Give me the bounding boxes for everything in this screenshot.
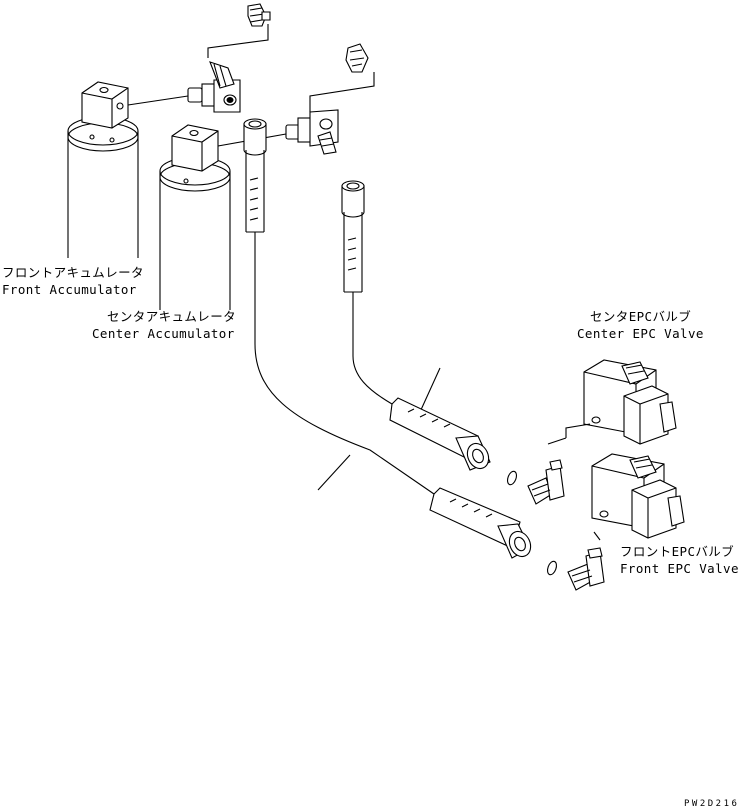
- label-center-accumulator-jp: センタアキュムレータ: [107, 309, 236, 324]
- label-front-epc-valve-en: Front EPC Valve: [620, 561, 739, 576]
- elbow-front-epc: [567, 547, 605, 591]
- center-epc-valve: [547, 359, 677, 445]
- center-accumulator: [159, 124, 231, 310]
- o-ring: [546, 560, 558, 576]
- elbow-center-epc: [527, 459, 565, 505]
- label-front-accumulator-en: Front Accumulator: [2, 282, 137, 297]
- hose-front-epc: [243, 118, 532, 559]
- label-center-accumulator-en: Center Accumulator: [92, 326, 235, 341]
- label-front-epc-valve: フロントEPCバルブ Front EPC Valve: [620, 544, 739, 576]
- front-tee-fitting: [127, 3, 271, 113]
- label-front-accumulator-jp: フロントアキュムレータ: [2, 265, 144, 280]
- center-tee-fitting: [217, 43, 375, 155]
- label-front-accumulator: フロントアキュムレータ Front Accumulator: [2, 265, 144, 297]
- hose-center-epc: [341, 180, 491, 471]
- label-center-epc-valve: センタEPCバルブ Center EPC Valve: [577, 309, 704, 341]
- label-center-epc-valve-jp: センタEPCバルブ: [590, 309, 691, 324]
- front-accumulator: [67, 81, 139, 258]
- label-front-epc-valve-jp: フロントEPCバルブ: [620, 544, 734, 559]
- label-center-accumulator: センタアキュムレータ Center Accumulator: [92, 309, 236, 341]
- front-epc-valve: [591, 453, 685, 541]
- label-center-epc-valve-en: Center EPC Valve: [577, 326, 704, 341]
- o-ring: [506, 470, 518, 486]
- drawing-code: PW2D216: [684, 799, 739, 809]
